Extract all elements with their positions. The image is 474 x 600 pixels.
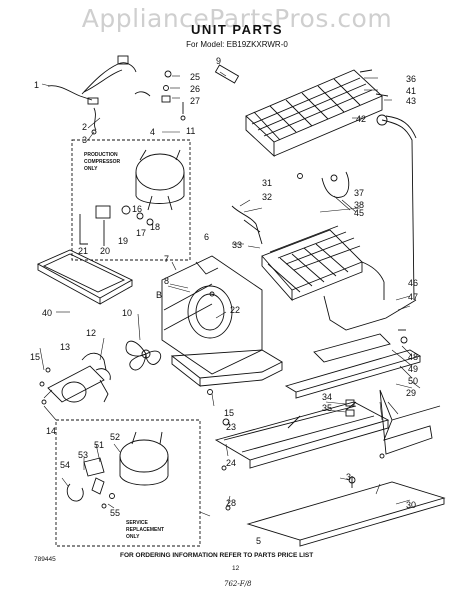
handwritten-note: 762-F/8 xyxy=(224,580,252,588)
fan-shroud-drawing xyxy=(161,255,263,375)
model-number: For Model: EB19ZKXRWR-0 xyxy=(186,40,288,49)
callout-41: 41 xyxy=(406,86,416,96)
callout-45: 45 xyxy=(354,208,364,218)
callout-49: 49 xyxy=(408,364,418,374)
callout-22: 22 xyxy=(230,305,240,315)
callout-7: 7 xyxy=(164,254,169,264)
callout-52: 52 xyxy=(110,432,120,442)
callout-31: 31 xyxy=(262,178,272,188)
callout-21: 21 xyxy=(78,246,88,256)
callout-11: 11 xyxy=(186,126,195,136)
base-pan-drawing xyxy=(170,349,283,395)
callout-23: 23 xyxy=(226,422,236,432)
callout-34: 34 xyxy=(322,392,332,402)
fasteners-top xyxy=(134,70,186,121)
service-label-2: REPLACEMENT xyxy=(126,527,164,533)
callout-B: B xyxy=(156,290,162,300)
callout-54: 54 xyxy=(60,460,70,470)
callout-9: 9 xyxy=(216,56,221,66)
callout-38: 38 xyxy=(354,200,364,210)
callout-8: 8 xyxy=(164,276,169,286)
drain-pan-drawing xyxy=(36,249,133,305)
callout-19: 19 xyxy=(118,236,128,246)
callout-6: 6 xyxy=(204,232,209,242)
callout-13: 13 xyxy=(60,342,70,352)
callout-10: 10 xyxy=(122,308,132,318)
callout-3b: 3 xyxy=(346,472,351,482)
drain-trough-drawing xyxy=(313,329,408,363)
watermark: AppliancePartsPros.com xyxy=(81,4,393,33)
callout-32: 32 xyxy=(262,192,272,202)
callout-25: 25 xyxy=(190,72,200,82)
service-label-3: ONLY xyxy=(126,534,140,540)
frame-rails-drawing xyxy=(214,349,441,511)
callout-15b: 15 xyxy=(224,408,234,418)
compressor-drawing xyxy=(79,149,185,246)
callout-3: 3 xyxy=(82,135,87,145)
callout-48: 48 xyxy=(408,352,418,362)
leader-lines xyxy=(39,71,421,517)
callout-15a: 15 xyxy=(30,352,40,362)
callout-20: 20 xyxy=(100,246,110,256)
fan-blade-drawing xyxy=(125,340,162,371)
condenser-drawing xyxy=(245,69,417,301)
service-compressor-drawing xyxy=(66,431,169,509)
callout-33: 33 xyxy=(232,240,242,250)
production-compressor-box xyxy=(71,139,191,261)
clips-34-35-drawing xyxy=(345,399,355,417)
callout-43: 43 xyxy=(406,96,416,106)
callout-42: 42 xyxy=(356,114,366,124)
power-cord-drawing xyxy=(47,55,137,135)
callout-24: 24 xyxy=(226,458,236,468)
callout-29: 29 xyxy=(406,388,416,398)
callout-27: 27 xyxy=(190,96,200,106)
callout-36: 36 xyxy=(406,74,416,84)
callout-2: 2 xyxy=(82,122,87,132)
callout-17: 17 xyxy=(136,228,146,238)
service-label-1: SERVICE xyxy=(126,520,149,526)
production-label-2: COMPRESSOR xyxy=(84,159,121,165)
page-title: UNIT PARTS xyxy=(190,22,284,37)
callout-18: 18 xyxy=(150,222,160,232)
callout-28: 28 xyxy=(226,498,236,508)
page-number: 12 xyxy=(232,565,240,572)
callout-35: 35 xyxy=(322,403,332,413)
fan-motor-drawing xyxy=(39,352,111,405)
callout-50: 50 xyxy=(408,376,418,386)
callout-53: 53 xyxy=(78,450,88,460)
callout-1: 1 xyxy=(34,80,39,90)
callout-16: 16 xyxy=(132,204,142,214)
callout-4: 4 xyxy=(150,127,155,137)
callout-46: 46 xyxy=(408,278,418,288)
grommet-9-drawing xyxy=(214,64,240,84)
callout-40: 40 xyxy=(42,308,52,318)
production-label-3: ONLY xyxy=(84,166,98,172)
callout-30: 30 xyxy=(406,500,416,510)
service-compressor-box xyxy=(55,419,201,547)
part-number-code: 789445 xyxy=(34,556,56,563)
callout-37: 37 xyxy=(354,188,364,198)
ordering-info: FOR ORDERING INFORMATION REFER TO PARTS … xyxy=(120,552,314,559)
callout-numbers: 1 2 3 4 5 6 7 8 9 10 11 12 13 14 15 15 1… xyxy=(30,56,418,546)
callout-51: 51 xyxy=(94,440,104,450)
callout-12: 12 xyxy=(86,328,96,338)
rail-30-drawing xyxy=(246,481,446,547)
callout-47: 47 xyxy=(408,292,418,302)
bracket-37-drawing xyxy=(297,171,350,198)
production-label-1: PRODUCTION xyxy=(84,152,118,158)
evaporator-drawing xyxy=(231,205,417,331)
callout-14: 14 xyxy=(46,426,56,436)
callout-55: 55 xyxy=(110,508,120,518)
callout-26: 26 xyxy=(190,84,200,94)
callout-5: 5 xyxy=(256,536,261,546)
